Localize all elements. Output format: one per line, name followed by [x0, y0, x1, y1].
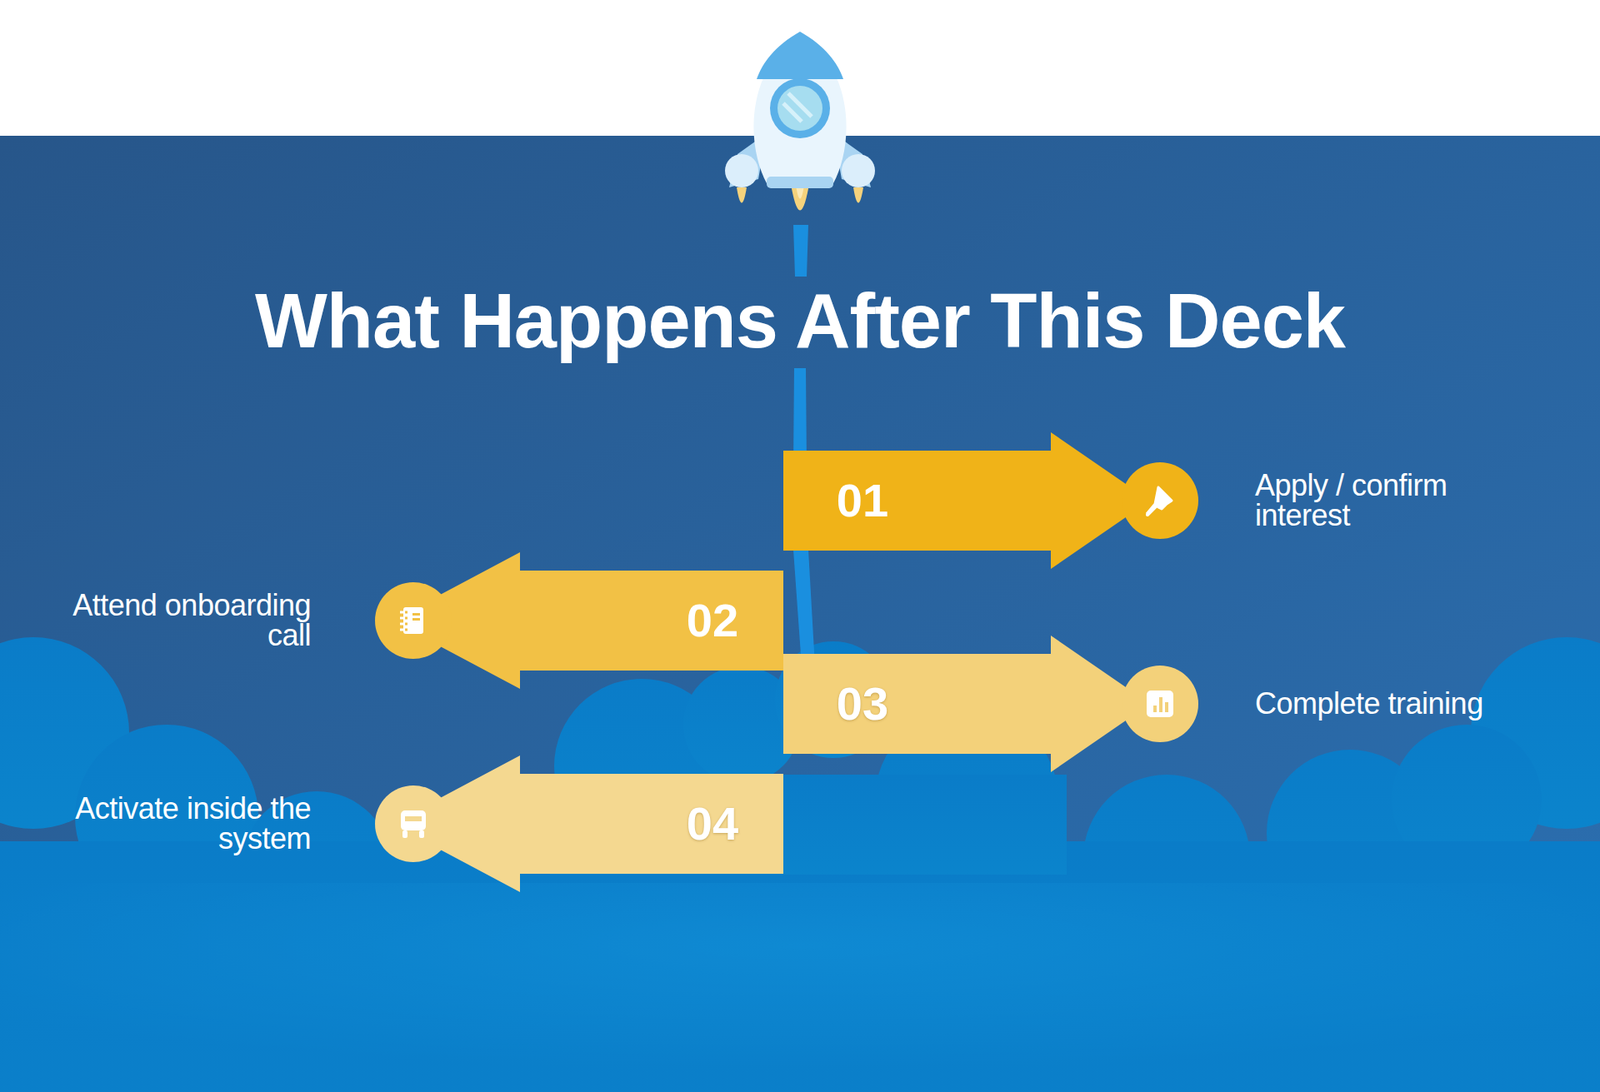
icon-circle [1121, 665, 1199, 743]
step-arrow: 03Complete training [783, 635, 1200, 773]
white-band [0, 0, 1600, 136]
step-arrow: 02Attend onboarding call [375, 552, 784, 690]
step-number: 03 [836, 677, 889, 731]
step-number: 04 [686, 797, 739, 851]
step-label: Complete training [1255, 689, 1572, 720]
icon-circle [375, 582, 452, 660]
step-number: 01 [836, 474, 889, 528]
step-icon [1146, 690, 1174, 718]
step-number: 02 [686, 594, 739, 648]
sky-ground [0, 135, 1600, 1092]
icon-circle [1121, 462, 1199, 540]
step-label: Activate inside the system [60, 794, 311, 855]
icon-circle [375, 785, 452, 863]
step-arrow: 01Apply / confirm interest [783, 432, 1200, 570]
step-label: Attend onboarding call [60, 590, 311, 651]
step-arrow: 04Activate inside the system [375, 755, 784, 893]
step-icon [1146, 487, 1172, 515]
step-icon [400, 810, 426, 839]
step-icon [400, 607, 424, 635]
diagram-title: What Happens After This Deck [0, 275, 1600, 367]
arrow-body [783, 635, 1150, 773]
arrow-body [783, 432, 1150, 570]
step-label: Apply / confirm interest [1255, 470, 1505, 531]
rocket-illustration [725, 31, 875, 211]
